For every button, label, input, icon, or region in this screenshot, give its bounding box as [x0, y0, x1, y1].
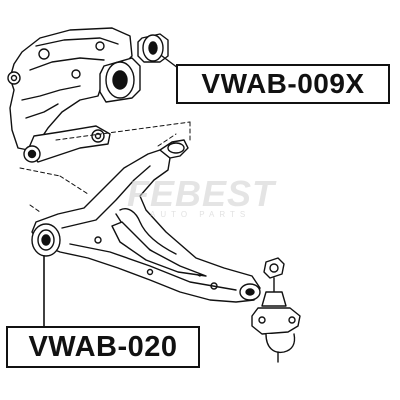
part-label-top: VWAB-009X — [176, 64, 390, 104]
subframe-bracket — [7, 27, 141, 163]
lower-control-arm — [31, 139, 261, 303]
part-label-bottom: VWAB-020 — [6, 326, 200, 368]
bushing-part-009x — [137, 33, 179, 69]
assembly-lines — [19, 121, 191, 213]
ball-joint — [251, 257, 301, 363]
